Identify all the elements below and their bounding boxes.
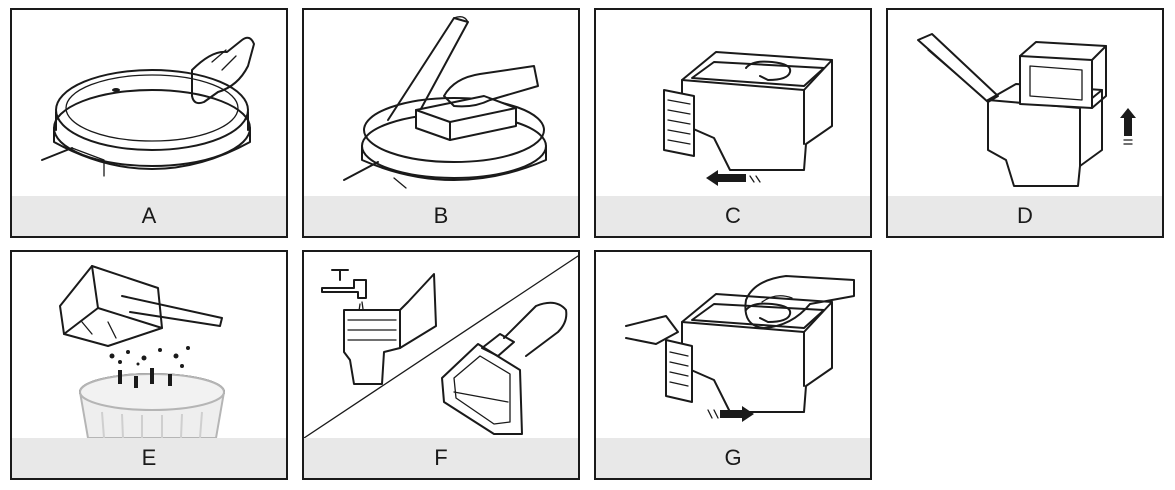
step-panel-d: D [886,8,1164,238]
step-panel-c: C [594,8,872,238]
step-label: E [12,438,286,478]
step-label: C [596,196,870,236]
robot-vacuum-lid-open-illustration [12,10,286,196]
step-panel-e: E [10,250,288,480]
step-label: A [12,196,286,236]
step-label: B [304,196,578,236]
remove-dust-bin-illustration [304,10,578,196]
wash-and-brush-illustration [304,252,578,438]
remove-filter-illustration [596,10,870,196]
step-panel-b: B [302,8,580,238]
step-panel-a: A [10,8,288,238]
step-panel-g: G [594,250,872,480]
step-label: F [304,438,578,478]
empty-dust-bin-illustration [12,252,286,438]
step-label: D [888,196,1162,236]
step-panel-f: F [302,250,580,480]
step-label: G [596,438,870,478]
reinstall-filter-illustration [596,252,870,438]
lift-filter-frame-illustration [888,10,1162,196]
